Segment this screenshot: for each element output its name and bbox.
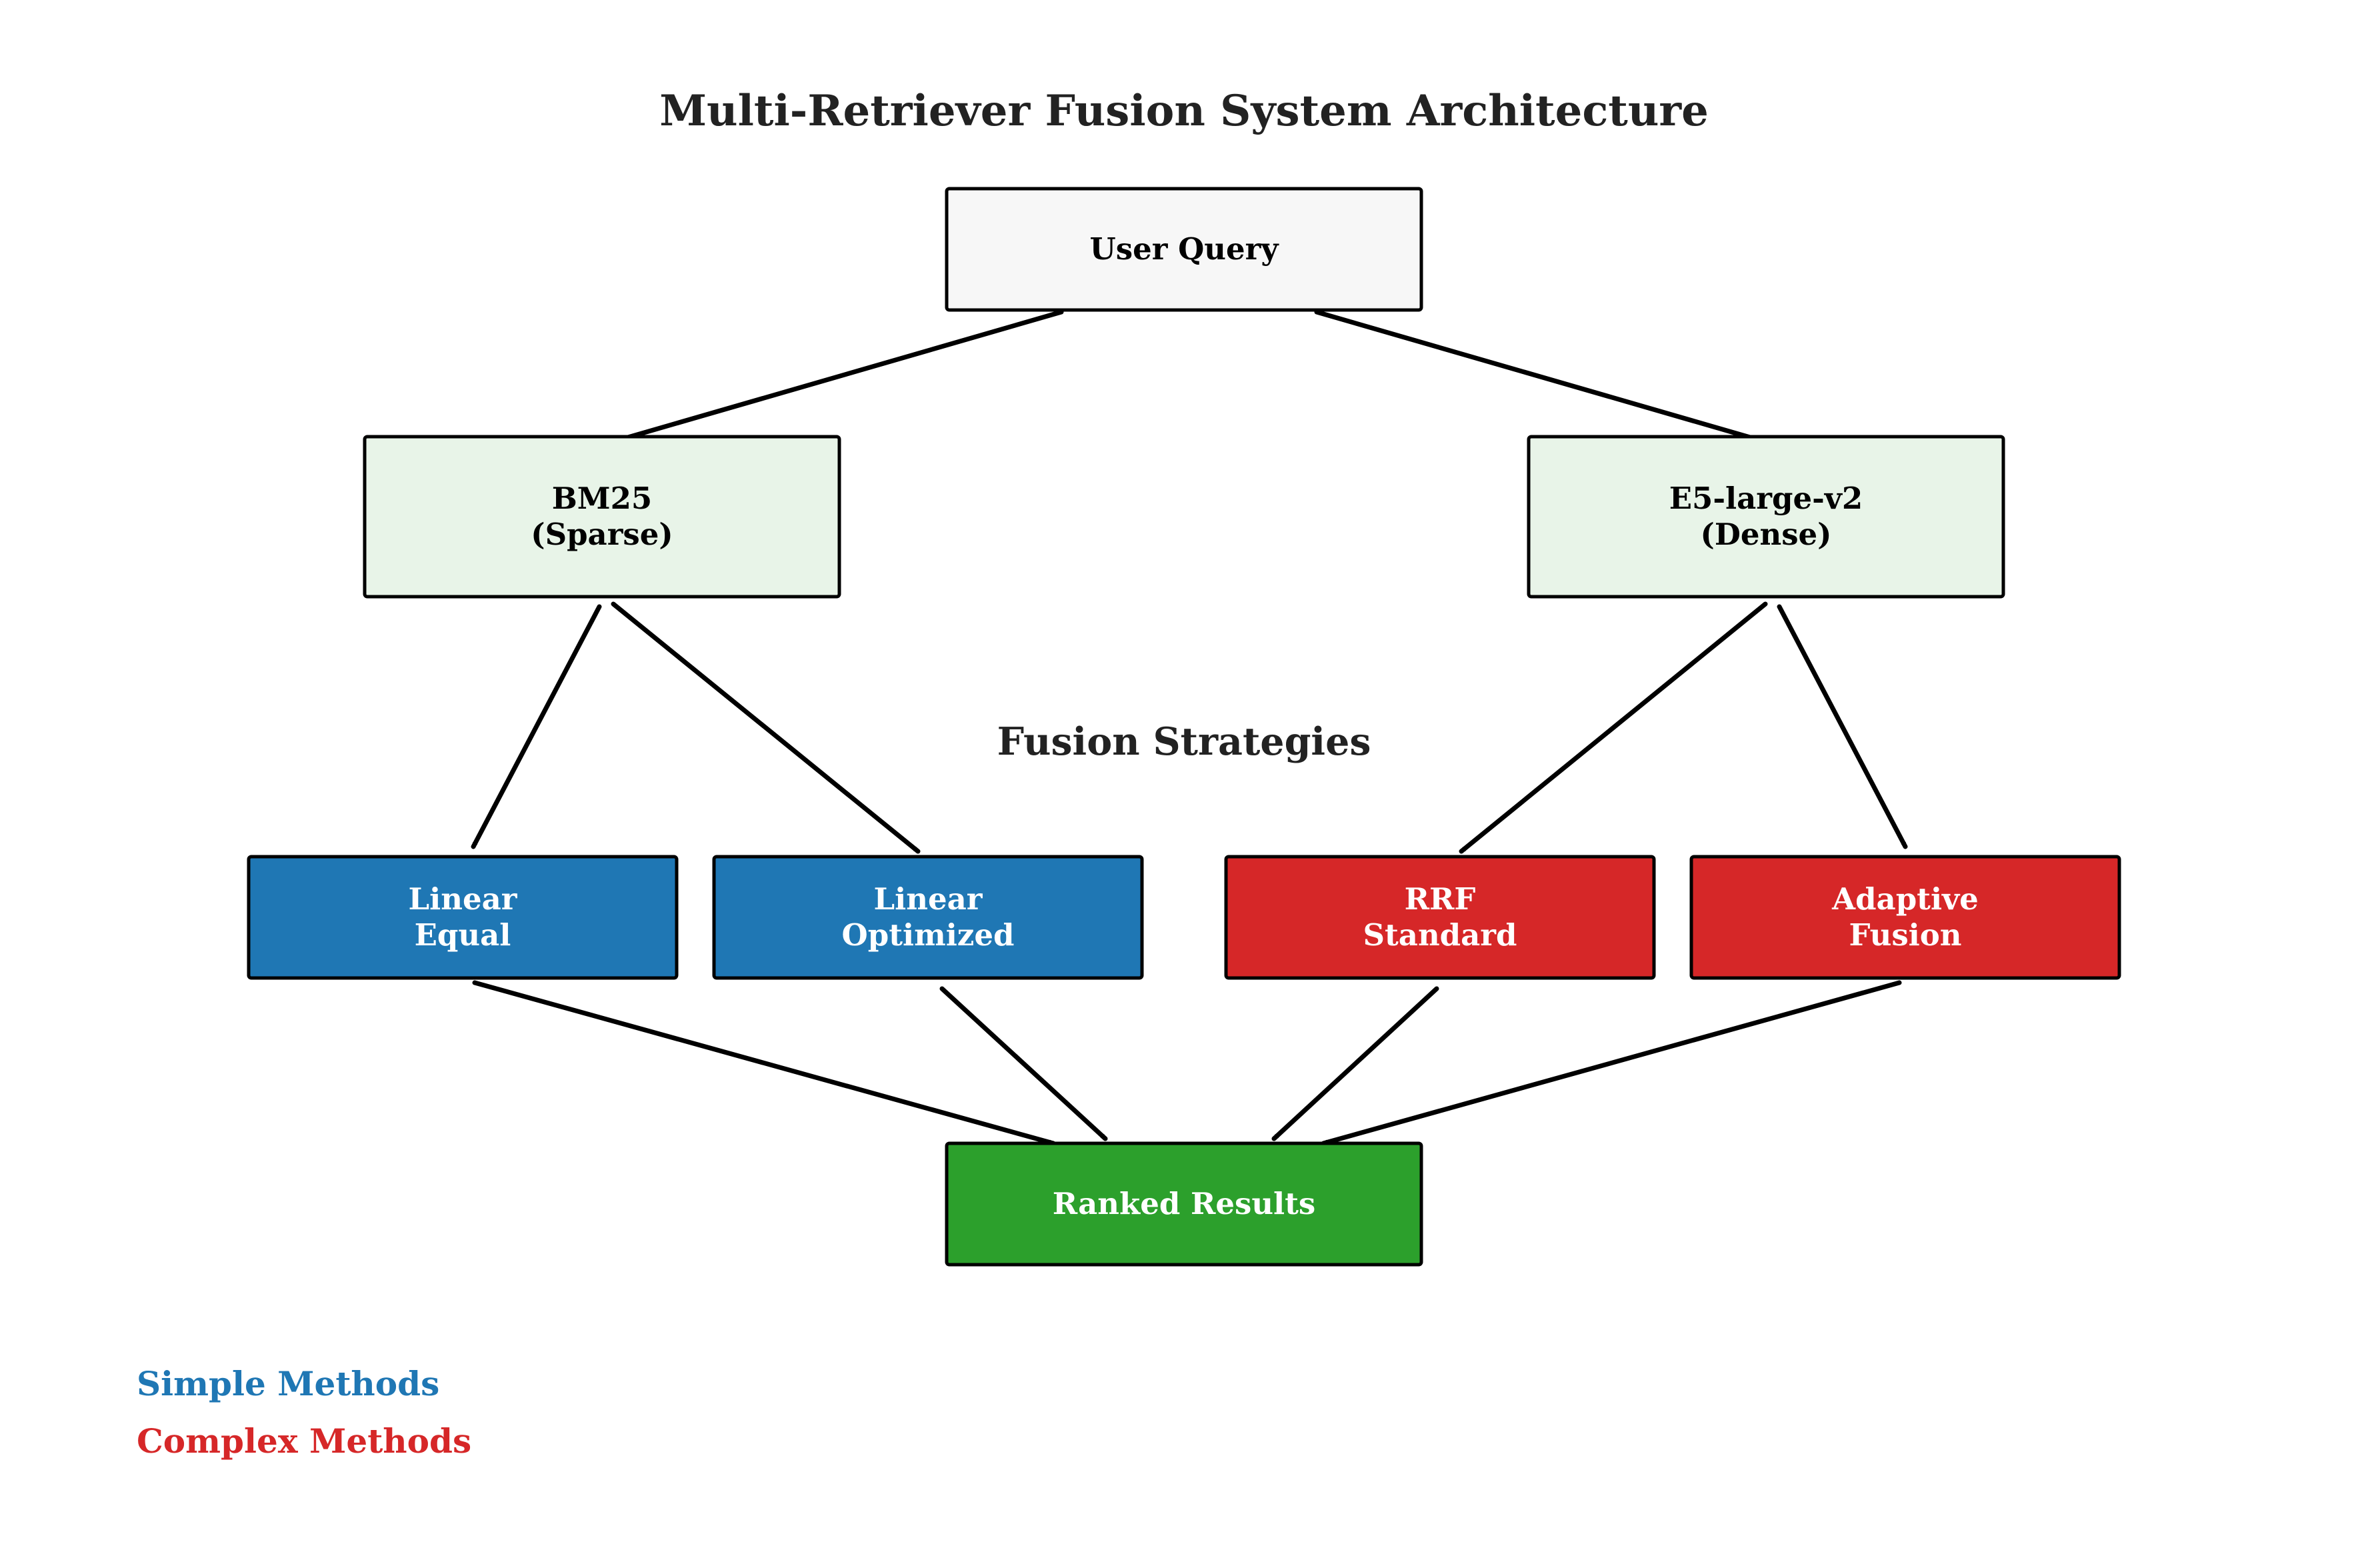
user-query-label: User Query [1090,231,1280,267]
node-label-line: (Dense) [1701,517,1832,552]
arrow-linear-equal-to-ranked-results [472,980,1056,1146]
node-label-line: Ranked Results [1053,1186,1316,1221]
arrow-rrf-standard-to-ranked-results [1271,986,1439,1141]
user-query-box [945,187,1423,312]
arrow-e5-to-rrf-standard [1459,601,1768,854]
legend-complex-methods: Complex Methods [137,1421,471,1461]
legend-simple-methods: Simple Methods [137,1364,439,1403]
linear-optimized-box [712,855,1144,980]
arrow-adaptive-fusion-to-ranked-results [1321,980,1902,1146]
diagram-title: Multi-Retriever Fusion System Architectu… [659,86,1709,136]
node-label-line: Adaptive [1831,881,1979,917]
e5-node: E5-large-v2(Dense) [1527,435,2005,599]
node-label-line: Equal [415,917,511,953]
node-label-line: Standard [1363,917,1517,953]
arrow-bm25-to-linear-equal [471,604,602,849]
adaptive-fusion-box [1689,855,2121,980]
rrf-standard-box [1224,855,1656,980]
arrow-e5-to-adaptive-fusion [1777,604,1908,849]
ranked-results-label: Ranked Results [1053,1186,1316,1221]
fusion-strategies-label: Fusion Strategies [997,719,1371,764]
e5-box [1527,435,2005,599]
ranked-results-box [945,1141,1423,1267]
node-label-line: E5-large-v2 [1669,481,1863,516]
bm25-label: BM25(Sparse) [531,481,673,552]
arrow-bm25-to-linear-optimized [611,601,921,854]
node-label-line: Fusion [1849,917,1961,953]
node-label-line: Linear [409,881,518,917]
node-label-line: RRF [1405,881,1476,917]
e5-label: E5-large-v2(Dense) [1669,481,1863,552]
ranked-results-node: Ranked Results [945,1141,1423,1267]
edges-group [471,309,1908,1146]
arrow-linear-optimized-to-ranked-results [939,986,1108,1141]
node-label-line: (Sparse) [531,517,673,552]
node-label-line: Optimized [842,917,1015,953]
bm25-box [363,435,841,599]
arrow-user-query-to-bm25 [621,309,1064,441]
linear-equal-box [247,855,679,980]
node-label-line: Linear [874,881,983,917]
user-query-node: User Query [945,187,1423,312]
bm25-node: BM25(Sparse) [363,435,841,599]
node-label-line: User Query [1090,231,1280,267]
node-label-line: BM25 [552,481,652,516]
arrow-user-query-to-e5 [1314,309,1757,441]
